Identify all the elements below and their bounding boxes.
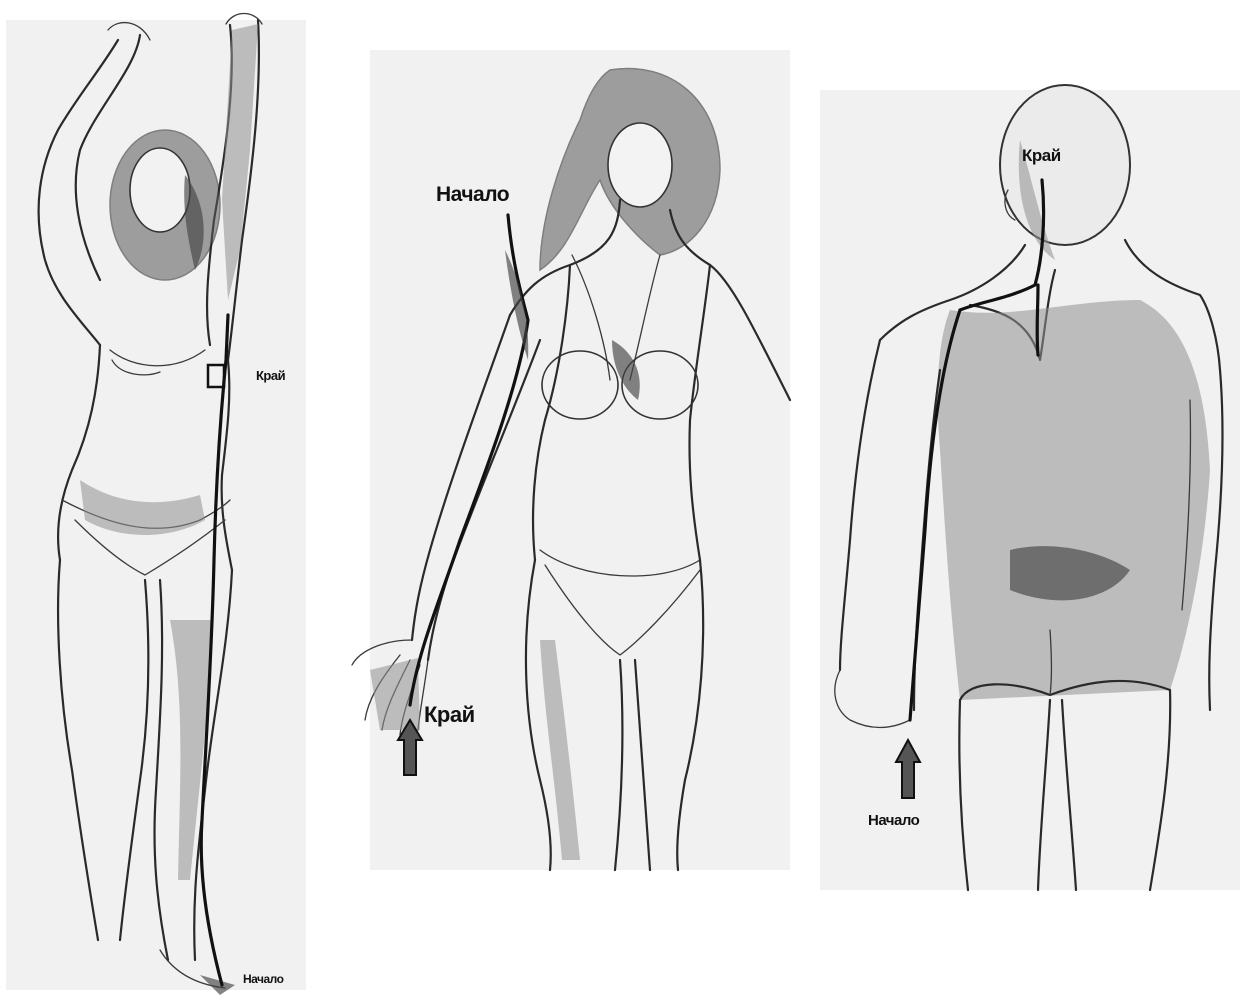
left-end-label: Край — [256, 368, 285, 383]
right-start-label: Начало — [868, 812, 919, 829]
figure-left-drawing — [0, 0, 330, 1003]
right-start-arrow-icon — [810, 70, 1250, 900]
figure-middle: Начало Край — [340, 40, 810, 880]
left-start-label: Начало — [243, 972, 283, 986]
right-end-label: Край — [1022, 146, 1061, 166]
middle-start-label: Начало — [436, 183, 509, 207]
figure-left: Край Начало — [0, 0, 330, 1003]
figure-right: Край Начало — [810, 70, 1250, 900]
middle-end-label: Край — [424, 702, 475, 728]
middle-start-arrow-icon — [340, 40, 810, 880]
